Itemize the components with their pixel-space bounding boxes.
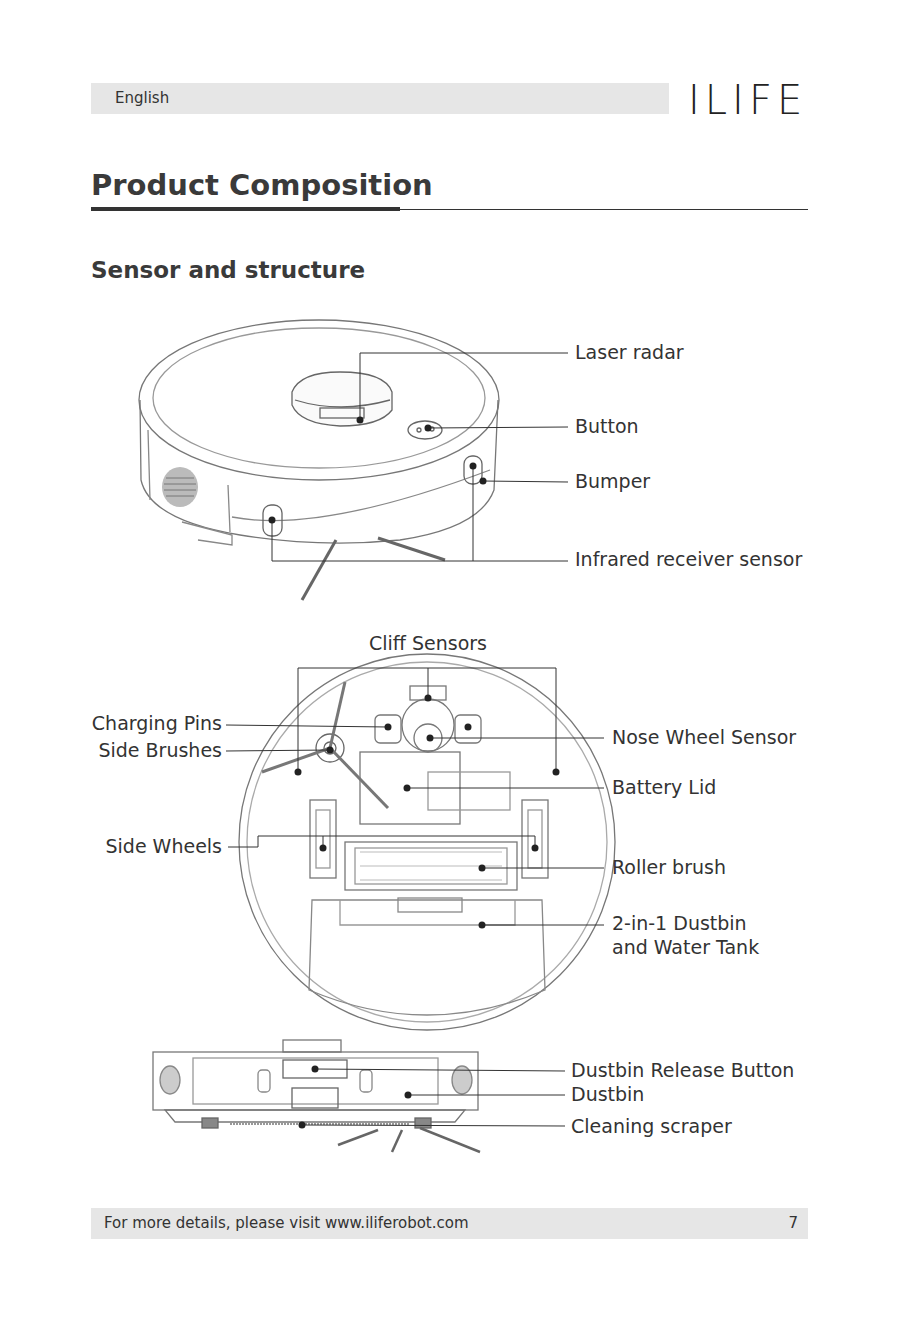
part-label: Dustbin Release Button [571,1059,794,1082]
band-text: For more details, please visit www.ilife… [104,1214,469,1232]
part-label: 2-in-1 Dustbin and Water Tank [612,911,782,959]
part-label: Laser radar [575,341,684,364]
part-label: Side Wheels [105,835,222,858]
part-label: Side Brushes [98,739,222,762]
page-title: Product Composition [91,168,433,202]
part-label: Roller brush [612,856,726,879]
section-heading: Sensor and structure [91,257,365,285]
brand-logo: ILIFE [688,76,807,124]
language-band: English [91,83,669,114]
band-text: 7 [788,1214,798,1232]
footer-band: For more details, please visit www.ilife… [91,1208,808,1239]
part-label: Infrared receiver sensor [575,548,802,571]
part-label: Dustbin [571,1083,644,1106]
part-label: Cleaning scraper [571,1115,732,1138]
part-label: Bumper [575,470,650,493]
part-label: Battery Lid [612,776,716,799]
part-label: Nose Wheel Sensor [612,726,796,749]
part-label: Cliff Sensors [369,632,487,655]
part-label: Button [575,415,639,438]
band-text: English [115,89,169,107]
part-label: Charging Pins [92,712,222,735]
